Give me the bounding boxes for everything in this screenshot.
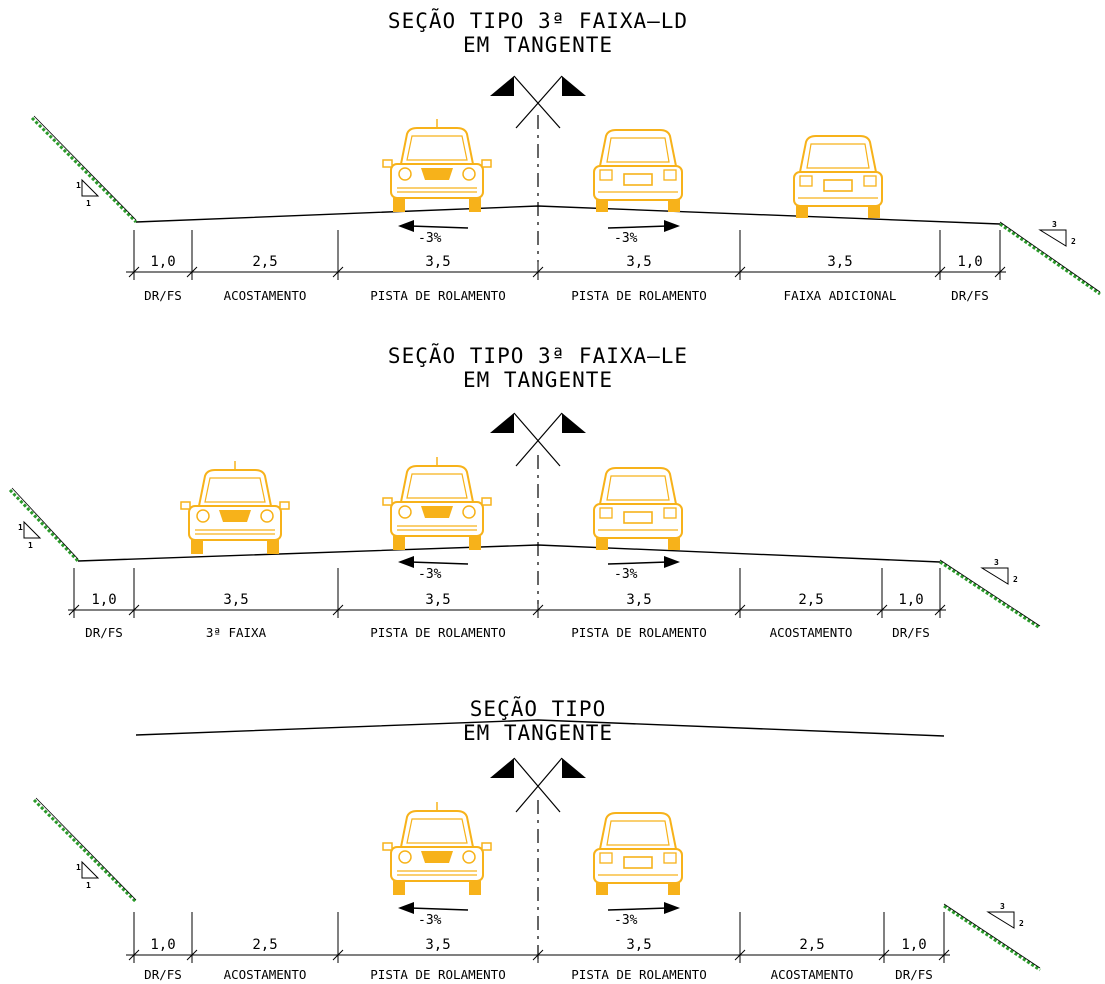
axis-symbol bbox=[490, 75, 586, 129]
car-front-icon bbox=[382, 801, 492, 896]
svg-text:PISTA DE ROLAMENTO: PISTA DE ROLAMENTO bbox=[571, 625, 706, 640]
road-surface bbox=[77, 544, 941, 563]
dimension-line: 1,0 3,5 3,5 3,5 2,5 1,0 DR/FS 3ª FAIXA P… bbox=[68, 568, 946, 640]
road-surface bbox=[135, 719, 945, 737]
vegetation-slope-left bbox=[8, 488, 80, 563]
car-rear-icon bbox=[593, 467, 683, 551]
svg-text:3,5: 3,5 bbox=[425, 937, 450, 953]
svg-text:PISTA DE ROLAMENTO: PISTA DE ROLAMENTO bbox=[571, 967, 706, 982]
svg-text:-3%: -3% bbox=[614, 567, 638, 582]
svg-text:1: 1 bbox=[76, 181, 81, 190]
slope-arrow-left: -3% bbox=[398, 556, 469, 582]
svg-text:-3%: -3% bbox=[418, 567, 442, 582]
section-title-line1: SEÇÃO TIPO 3ª FAIXA—LE bbox=[388, 342, 688, 368]
svg-text:2: 2 bbox=[1071, 237, 1076, 246]
section-1: SEÇÃO TIPO 3ª FAIXA—LD EM TANGENTE 1 1 3… bbox=[30, 7, 1101, 303]
svg-text:DR/FS: DR/FS bbox=[892, 625, 930, 640]
svg-text:3: 3 bbox=[1000, 902, 1005, 911]
svg-text:2,5: 2,5 bbox=[799, 937, 824, 953]
axis-symbol bbox=[490, 412, 586, 467]
vegetation-slope-right bbox=[943, 904, 1041, 972]
svg-text:PISTA DE ROLAMENTO: PISTA DE ROLAMENTO bbox=[370, 288, 505, 303]
svg-text:1: 1 bbox=[86, 881, 91, 890]
svg-text:1,0: 1,0 bbox=[901, 937, 926, 953]
svg-text:PISTA DE ROLAMENTO: PISTA DE ROLAMENTO bbox=[370, 625, 505, 640]
svg-text:1,0: 1,0 bbox=[150, 937, 175, 953]
svg-text:DR/FS: DR/FS bbox=[85, 625, 123, 640]
slope-arrow-right: -3% bbox=[607, 220, 680, 246]
car-front-icon bbox=[180, 460, 290, 555]
slope-ratio-right: 3 2 bbox=[1038, 220, 1076, 247]
slope-ratio-left: 1 1 bbox=[18, 520, 42, 550]
svg-text:3,5: 3,5 bbox=[827, 254, 852, 270]
svg-text:PISTA DE ROLAMENTO: PISTA DE ROLAMENTO bbox=[571, 288, 706, 303]
svg-text:ACOSTAMENTO: ACOSTAMENTO bbox=[224, 967, 307, 982]
svg-text:DR/FS: DR/FS bbox=[144, 288, 182, 303]
svg-text:DR/FS: DR/FS bbox=[951, 288, 989, 303]
road-surface bbox=[135, 205, 1001, 225]
slope-arrow-right: -3% bbox=[607, 556, 680, 582]
svg-text:3: 3 bbox=[1052, 220, 1057, 229]
svg-text:3: 3 bbox=[994, 558, 999, 567]
slope-arrow-right: -3% bbox=[607, 902, 680, 928]
car-rear-icon bbox=[793, 135, 883, 219]
axis-symbol bbox=[490, 757, 586, 813]
section-title-line1: SEÇÃO TIPO 3ª FAIXA—LD bbox=[388, 7, 688, 33]
car-front-icon bbox=[382, 118, 492, 213]
svg-text:-3%: -3% bbox=[614, 913, 638, 928]
svg-text:DR/FS: DR/FS bbox=[144, 967, 182, 982]
vegetation-slope-right bbox=[939, 560, 1041, 630]
dimension-line: 1,0 2,5 3,5 3,5 3,5 1,0 DR/FS ACOSTAMENT… bbox=[126, 230, 1006, 303]
svg-text:1,0: 1,0 bbox=[150, 254, 175, 270]
svg-text:1,0: 1,0 bbox=[957, 254, 982, 270]
vegetation-slope-right bbox=[999, 222, 1101, 296]
svg-text:3,5: 3,5 bbox=[626, 592, 651, 608]
svg-text:3,5: 3,5 bbox=[626, 937, 651, 953]
car-front-icon bbox=[382, 456, 492, 551]
slope-ratio-right: 3 2 bbox=[980, 558, 1018, 585]
svg-text:DR/FS: DR/FS bbox=[895, 967, 933, 982]
dimension-line: 1,0 2,5 3,5 3,5 2,5 1,0 DR/FS ACOSTAMENT… bbox=[126, 912, 950, 982]
vegetation-slope-left bbox=[32, 798, 138, 904]
svg-text:1: 1 bbox=[28, 541, 33, 550]
section-title-line1: SEÇÃO TIPO bbox=[470, 695, 606, 721]
section-title-line2: EM TANGENTE bbox=[463, 368, 613, 392]
svg-text:ACOSTAMENTO: ACOSTAMENTO bbox=[224, 288, 307, 303]
svg-text:ACOSTAMENTO: ACOSTAMENTO bbox=[771, 967, 854, 982]
svg-text:3,5: 3,5 bbox=[626, 254, 651, 270]
slope-arrow-left: -3% bbox=[398, 902, 469, 928]
section-title-line2: EM TANGENTE bbox=[463, 721, 613, 745]
svg-text:PISTA DE ROLAMENTO: PISTA DE ROLAMENTO bbox=[370, 967, 505, 982]
svg-text:ACOSTAMENTO: ACOSTAMENTO bbox=[770, 625, 853, 640]
section-3: SEÇÃO TIPO EM TANGENTE 1 1 3 2 bbox=[32, 695, 1041, 982]
section-2: SEÇÃO TIPO 3ª FAIXA—LE EM TANGENTE 1 1 3… bbox=[8, 342, 1041, 640]
slope-ratio-right: 3 2 bbox=[986, 902, 1024, 929]
svg-text:1: 1 bbox=[76, 863, 81, 872]
svg-text:2: 2 bbox=[1013, 575, 1018, 584]
svg-text:3,5: 3,5 bbox=[425, 592, 450, 608]
svg-text:1,0: 1,0 bbox=[91, 592, 116, 608]
svg-text:1: 1 bbox=[86, 199, 91, 208]
svg-text:-3%: -3% bbox=[418, 913, 442, 928]
svg-text:3ª FAIXA: 3ª FAIXA bbox=[206, 625, 267, 640]
svg-text:1: 1 bbox=[18, 523, 23, 532]
slope-arrow-left: -3% bbox=[398, 220, 469, 246]
svg-text:2,5: 2,5 bbox=[798, 592, 823, 608]
vegetation-slope-left bbox=[30, 116, 138, 224]
car-rear-icon bbox=[593, 129, 683, 213]
svg-text:-3%: -3% bbox=[418, 231, 442, 246]
svg-text:FAIXA ADICIONAL: FAIXA ADICIONAL bbox=[784, 288, 897, 303]
slope-ratio-left: 1 1 bbox=[76, 860, 100, 890]
slope-ratio-left: 1 1 bbox=[76, 178, 100, 208]
car-rear-icon bbox=[593, 812, 683, 896]
svg-text:3,5: 3,5 bbox=[425, 254, 450, 270]
svg-text:-3%: -3% bbox=[614, 231, 638, 246]
svg-text:2: 2 bbox=[1019, 919, 1024, 928]
svg-text:2,5: 2,5 bbox=[252, 937, 277, 953]
svg-text:2,5: 2,5 bbox=[252, 254, 277, 270]
section-title-line2: EM TANGENTE bbox=[463, 33, 613, 57]
svg-text:1,0: 1,0 bbox=[898, 592, 923, 608]
svg-text:3,5: 3,5 bbox=[223, 592, 248, 608]
